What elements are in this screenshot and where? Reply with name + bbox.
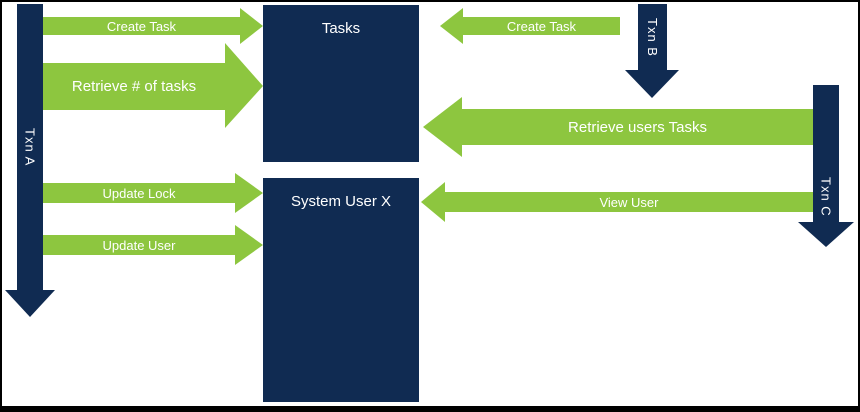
view-user-arrow: View User: [445, 192, 813, 212]
retrieve-num-tasks-arrowhead-icon: [225, 43, 263, 128]
create-task-right-arrow: Create Task: [463, 17, 620, 35]
create-task-right-arrow-label: Create Task: [506, 18, 577, 34]
txn-c-stem: Txn C: [813, 85, 839, 222]
update-user-arrow: Update User: [43, 235, 235, 255]
txn-a-stem: Txn A: [17, 4, 43, 290]
create-task-left-arrowhead-icon: [240, 8, 263, 44]
txn-a-label: Txn A: [22, 127, 38, 167]
retrieve-users-tasks-arrow: Retrieve users Tasks: [462, 109, 813, 145]
txn-c-arrowhead-down-icon: [798, 222, 854, 247]
view-user-arrowhead-icon: [421, 182, 445, 222]
system-user-x-box: System User X: [263, 178, 419, 402]
retrieve-users-tasks-arrow-label: Retrieve users Tasks: [568, 118, 707, 136]
retrieve-users-tasks-arrowhead-icon: [423, 97, 462, 157]
update-user-arrowhead-icon: [235, 225, 263, 265]
create-task-left-arrow: Create Task: [43, 17, 240, 35]
tasks-box-label: Tasks: [321, 20, 361, 37]
create-task-right-arrowhead-icon: [440, 8, 463, 44]
update-user-arrow-label: Update User: [102, 237, 176, 253]
tasks-box: Tasks: [263, 5, 419, 162]
txn-a-arrowhead-down-icon: [5, 290, 55, 317]
update-lock-arrow-label: Update Lock: [102, 185, 176, 201]
update-lock-arrow: Update Lock: [43, 183, 235, 203]
create-task-left-arrow-label: Create Task: [106, 18, 177, 34]
retrieve-num-tasks-arrow-label: Retrieve # of tasks: [71, 78, 197, 95]
system-user-x-box-label: System User X: [290, 193, 392, 210]
view-user-arrow-label: View User: [599, 194, 659, 210]
txn-b-label: Txn B: [645, 17, 660, 57]
txn-b-arrowhead-down-icon: [625, 70, 679, 98]
txn-c-label: Txn C: [818, 177, 834, 217]
retrieve-num-tasks-arrow: Retrieve # of tasks: [43, 63, 225, 110]
update-lock-arrowhead-icon: [235, 173, 263, 213]
txn-b-stem: Txn B: [638, 4, 667, 70]
